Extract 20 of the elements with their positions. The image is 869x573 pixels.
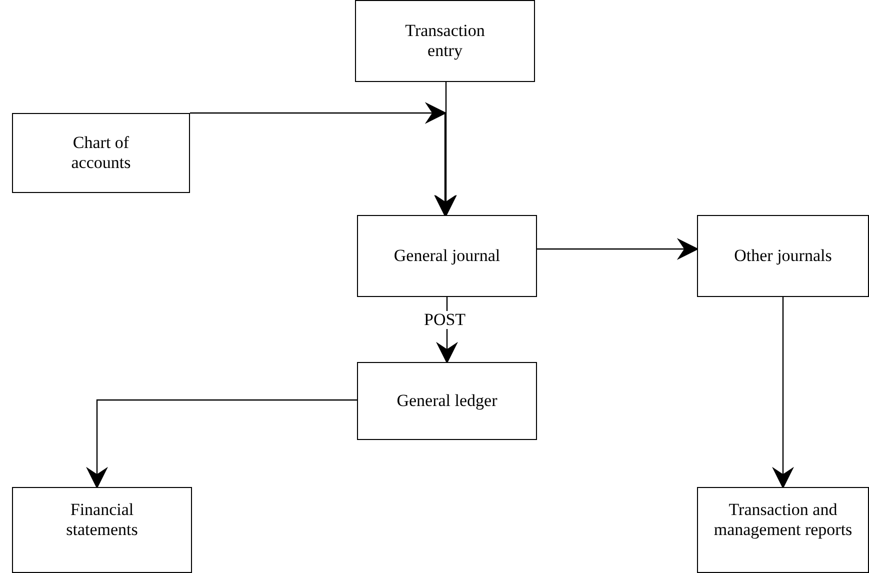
process-box bbox=[357, 362, 537, 440]
arrow bbox=[190, 102, 456, 215]
node-text: Transaction entry bbox=[404, 21, 486, 61]
arrow bbox=[86, 399, 357, 489]
arrow bbox=[435, 82, 457, 217]
arrow bbox=[537, 238, 699, 260]
node-text: General journal bbox=[394, 246, 500, 266]
node-text: Financial statements bbox=[65, 500, 139, 540]
process-box bbox=[12, 487, 192, 573]
edge-label: POST bbox=[423, 311, 467, 329]
node-text: General ledger bbox=[396, 391, 498, 411]
node-text: Other journals bbox=[734, 246, 832, 266]
process-box bbox=[697, 487, 869, 573]
node-text: Transaction and management reports bbox=[712, 500, 854, 540]
process-box bbox=[697, 215, 869, 297]
process-box bbox=[357, 215, 537, 297]
process-box bbox=[355, 0, 535, 82]
process-box bbox=[12, 113, 190, 193]
node-text: Chart of accounts bbox=[70, 133, 132, 173]
arrow bbox=[772, 297, 794, 489]
